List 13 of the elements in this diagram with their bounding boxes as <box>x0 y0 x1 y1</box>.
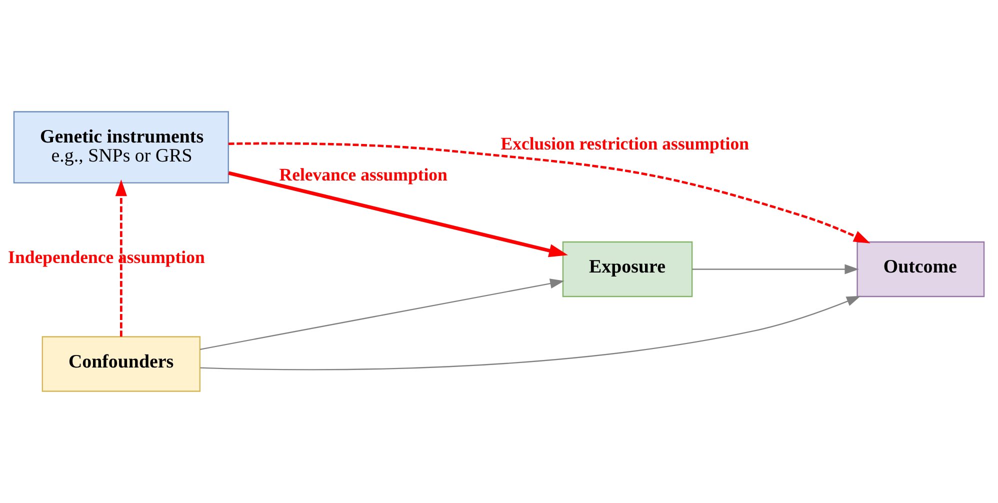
node-box: Confounders <box>42 336 201 392</box>
node-box: Exposure <box>562 241 693 298</box>
edge-label: Relevance assumption <box>279 164 448 184</box>
arrow <box>115 180 127 337</box>
arrow <box>692 264 859 274</box>
arrow <box>228 171 568 258</box>
arrow <box>200 296 861 370</box>
arrow <box>228 142 870 244</box>
edge-label: Exclusion restriction assumption <box>500 134 749 154</box>
arrow <box>200 278 564 350</box>
node-box: Genetic instruments e.g., SNPs or GRS <box>13 111 229 184</box>
edge-label: Independence assumption <box>8 246 205 267</box>
node-box: Outcome <box>856 241 985 298</box>
